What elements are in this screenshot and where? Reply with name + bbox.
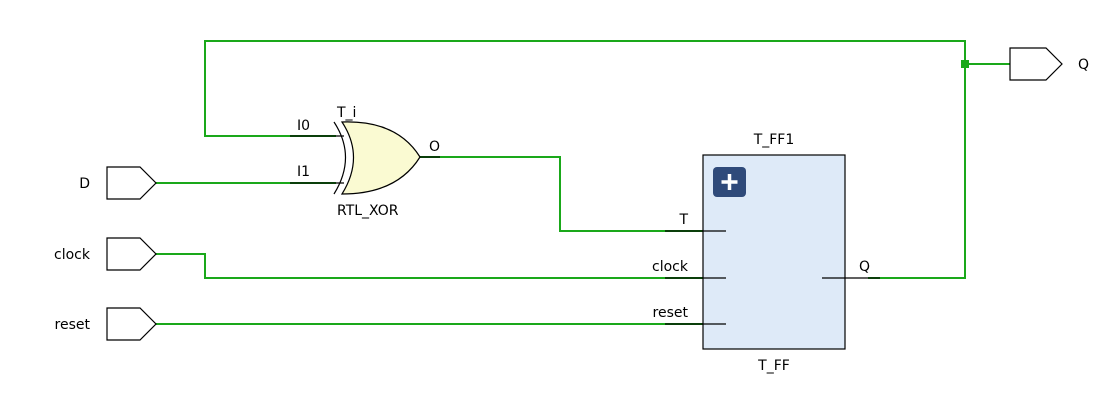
input-port-reset[interactable]: reset bbox=[55, 307, 157, 341]
ff-type-name: T_FF bbox=[757, 358, 790, 374]
xor-pin-label-o: O bbox=[429, 139, 440, 155]
ff-pin-label-clock: clock bbox=[652, 259, 689, 275]
input-port-clock[interactable]: clock bbox=[54, 237, 157, 271]
net-clock[interactable] bbox=[156, 253, 705, 279]
xor-body bbox=[340, 121, 421, 195]
input-port-d[interactable]: D bbox=[79, 166, 157, 200]
xor-type-name: RTL_XOR bbox=[337, 203, 399, 219]
ff-body bbox=[702, 154, 846, 350]
xor-pin-label-i0: I0 bbox=[297, 118, 310, 134]
xor-pin-label-i1: I1 bbox=[297, 164, 310, 180]
xor-input-curve bbox=[333, 121, 346, 195]
nets bbox=[156, 40, 1010, 325]
ff-instance-name: T_FF1 bbox=[753, 132, 795, 148]
port-label-d: D bbox=[79, 176, 90, 192]
ff-pin-label-reset: reset bbox=[653, 305, 689, 321]
port-label-q: Q bbox=[1078, 57, 1089, 73]
net-q-feedback[interactable] bbox=[204, 40, 966, 279]
xor-instance-name: T_i bbox=[336, 105, 356, 121]
port-label-clock: clock bbox=[54, 247, 91, 263]
ff-pin-label-t: T bbox=[678, 212, 688, 228]
net-t[interactable] bbox=[420, 156, 705, 232]
output-port-q[interactable]: Q bbox=[1009, 47, 1089, 81]
xor-gate-t-i[interactable]: T_i RTL_XOR I0 I1 O bbox=[290, 105, 440, 219]
ff-pin-label-q: Q bbox=[859, 259, 870, 275]
port-label-reset: reset bbox=[55, 317, 91, 333]
flip-flop-t-ff1[interactable]: T_FF1 T clock reset Q T_FF bbox=[652, 132, 880, 374]
plus-square-icon[interactable] bbox=[713, 167, 746, 197]
net-junction-dot bbox=[961, 60, 969, 68]
